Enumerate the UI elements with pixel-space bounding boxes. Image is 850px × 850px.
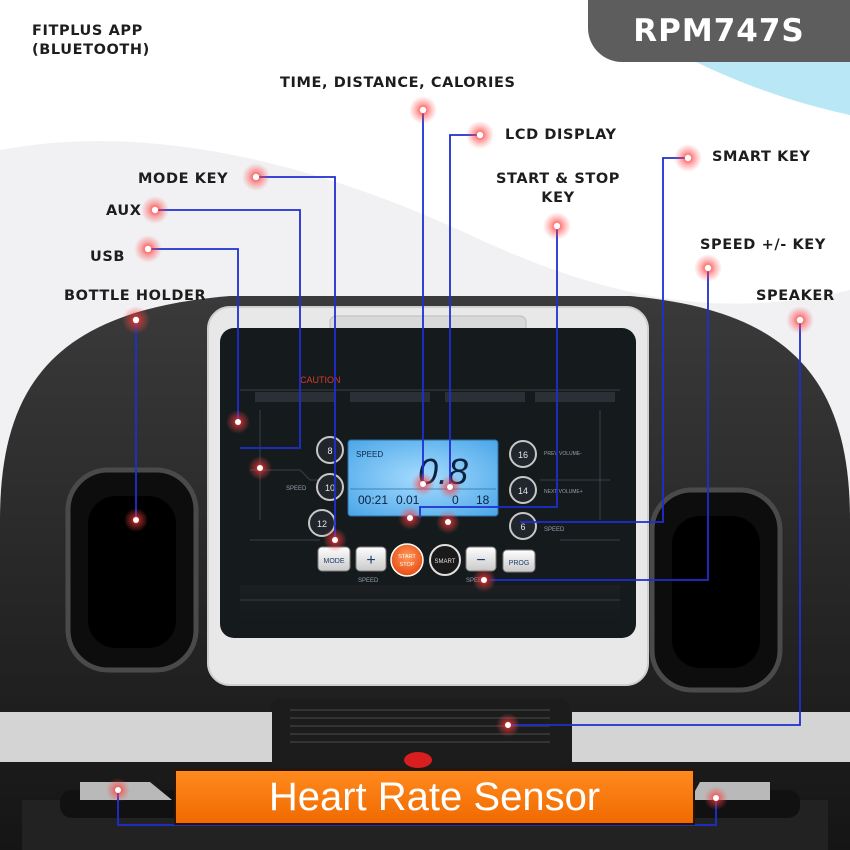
hotspots xyxy=(106,96,814,810)
hotspot-usb-port xyxy=(226,410,250,434)
hotspot-usb xyxy=(134,235,162,263)
hotspot-lcd-screen xyxy=(438,475,462,499)
hotspot-bottle xyxy=(122,306,150,334)
hotspot-smart-button xyxy=(436,510,460,534)
label-usb: USB xyxy=(90,249,126,265)
side-rail-right xyxy=(572,712,850,762)
line-speaker xyxy=(508,320,801,726)
left-speed-label: SPEED xyxy=(286,486,307,492)
line-speed-key xyxy=(490,268,709,581)
lcd-extra: 18 xyxy=(476,493,490,507)
bottle-holder-left xyxy=(65,467,199,673)
lcd-distance: 0.01 xyxy=(396,493,420,507)
hotspot-speaker xyxy=(786,306,814,334)
speed-preset-right-3[interactable]: 6 xyxy=(509,512,537,540)
svg-text:16: 16 xyxy=(518,450,528,460)
label-smart-key: SMART KEY xyxy=(712,149,811,165)
lcd-speed-label: SPEED xyxy=(356,450,383,459)
hotspot-start-stop xyxy=(543,212,571,240)
hotspot-speaker-grille xyxy=(496,713,520,737)
svg-text:8: 8 xyxy=(327,446,332,456)
hotspot-bottle-holder xyxy=(124,508,148,532)
safety-key xyxy=(404,752,432,768)
next-volume-label: NEXT VOLUME+ xyxy=(544,489,583,495)
line-aux xyxy=(155,209,301,449)
hotspot-aux xyxy=(141,196,169,224)
start-stop-key[interactable]: START STOP xyxy=(390,543,424,577)
label-bottle-holder: BOTTLE HOLDER xyxy=(64,288,207,304)
caution-label: CAUTION xyxy=(300,375,341,385)
dot-grid xyxy=(240,585,620,625)
hotspot-speed-buttons xyxy=(472,568,496,592)
svg-text:12: 12 xyxy=(317,519,327,529)
speed-preset-right-2[interactable]: 14 xyxy=(509,476,537,504)
speed-preset-left-2[interactable]: 10 xyxy=(316,473,344,501)
prev-volume-label: PREV VOLUME- xyxy=(544,451,582,457)
lcd-calories: 0 xyxy=(452,493,459,507)
prog-key[interactable]: PROG xyxy=(502,549,536,573)
label-time-distance-calories: TIME, DISTANCE, CALORIES xyxy=(280,75,516,91)
side-rail-left xyxy=(0,712,272,762)
line-heart-rate-sensor xyxy=(117,790,717,826)
label-start-stop-line2: KEY xyxy=(541,190,575,206)
caution-text xyxy=(255,392,615,402)
svg-text:−: − xyxy=(476,552,485,569)
speed-plus-label: SPEED xyxy=(358,578,379,584)
hotspot-speed-key xyxy=(694,254,722,282)
label-start-stop-key: START & STOP KEY xyxy=(488,170,628,208)
speed-preset-right-1[interactable]: 16 xyxy=(509,440,537,468)
lcd-time: 00:21 xyxy=(358,493,388,507)
hr-sensor-plate-right xyxy=(690,782,770,800)
hotspot-mode-key xyxy=(242,163,270,191)
label-mode-key: MODE KEY xyxy=(138,171,229,187)
mode-key[interactable]: MODE xyxy=(317,546,351,572)
hotspot-lcd-time xyxy=(411,472,435,496)
svg-text:MODE: MODE xyxy=(324,558,345,565)
svg-text:+: + xyxy=(366,552,375,569)
label-speaker: SPEAKER xyxy=(756,288,835,304)
speed-minus-key[interactable]: − xyxy=(465,546,497,572)
heart-rate-sensor-banner: Heart Rate Sensor xyxy=(174,769,695,825)
speed-plus-key[interactable]: + xyxy=(355,546,387,572)
hotspot-mode-button xyxy=(323,528,347,552)
svg-text:START: START xyxy=(398,554,416,560)
label-speed-key: SPEED +/- KEY xyxy=(700,237,826,253)
fitplus-app-line1: FITPLUS APP xyxy=(32,23,143,39)
svg-text:STOP: STOP xyxy=(400,562,415,568)
svg-text:14: 14 xyxy=(518,486,528,496)
line-usb xyxy=(148,248,239,422)
line-mode-key xyxy=(256,176,336,540)
fitplus-app-line2: (BLUETOOTH) xyxy=(32,42,150,58)
label-lcd-display: LCD DISPLAY xyxy=(505,127,617,143)
hotspot-hr-right xyxy=(704,786,728,810)
fitplus-app-label: FITPLUS APP (BLUETOOTH) xyxy=(32,22,150,60)
svg-text:10: 10 xyxy=(325,483,335,493)
bottle-holder-right xyxy=(649,487,783,693)
svg-text:6: 6 xyxy=(520,522,525,532)
svg-text:SMART: SMART xyxy=(435,559,456,565)
smart-key[interactable]: SMART xyxy=(429,544,461,576)
hotspot-time xyxy=(409,96,437,124)
model-badge: RPM747S xyxy=(588,0,850,62)
speed-preset-left-1[interactable]: 8 xyxy=(316,436,344,464)
hotspot-lcd xyxy=(466,121,494,149)
svg-text:PROG: PROG xyxy=(509,560,530,567)
hotspot-hr-left xyxy=(106,778,130,802)
label-aux: AUX xyxy=(106,203,142,219)
hotspot-aux-port xyxy=(248,456,272,480)
label-start-stop-line1: START & STOP xyxy=(495,171,621,187)
right-speed-label: SPEED xyxy=(544,527,565,533)
hotspot-smart-key xyxy=(674,144,702,172)
hotspot-start-button xyxy=(398,506,422,530)
